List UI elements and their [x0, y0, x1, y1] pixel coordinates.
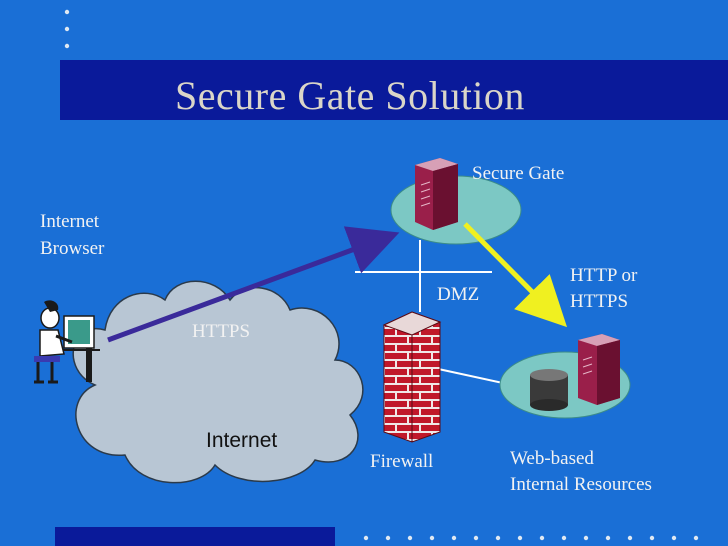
decorative-dots-top — [64, 9, 70, 49]
internet-browser-label-line2: Browser — [40, 238, 105, 259]
title-bar — [60, 60, 728, 120]
database-icon — [530, 369, 568, 411]
decorative-dots-bottom — [363, 535, 699, 541]
https-arrow — [107, 226, 400, 343]
dmz-label: DMZ — [437, 284, 480, 305]
bottom-bar — [55, 527, 335, 546]
firewall-icon — [382, 311, 442, 443]
internet-browser-label-line1: Internet — [40, 211, 100, 232]
https-label: HTTPS — [192, 321, 251, 342]
http-label-line1: HTTP or — [570, 265, 638, 286]
secure-gate-label: Secure Gate — [472, 163, 565, 184]
http-arrow — [463, 222, 568, 328]
web-resources-label-line1: Web-based — [510, 448, 594, 469]
user-at-computer-icon — [34, 300, 100, 384]
web-resources-label-line2: Internal Resources — [510, 474, 652, 495]
secure-gate-server-icon — [415, 158, 458, 230]
internet-cloud — [72, 280, 364, 484]
http-label-line2: HTTPS — [570, 291, 629, 312]
slide-title: Secure Gate Solution — [175, 73, 525, 118]
firewall-label: Firewall — [370, 451, 434, 472]
internal-server-icon — [578, 334, 620, 405]
internet-cloud-label: Internet — [206, 429, 278, 452]
